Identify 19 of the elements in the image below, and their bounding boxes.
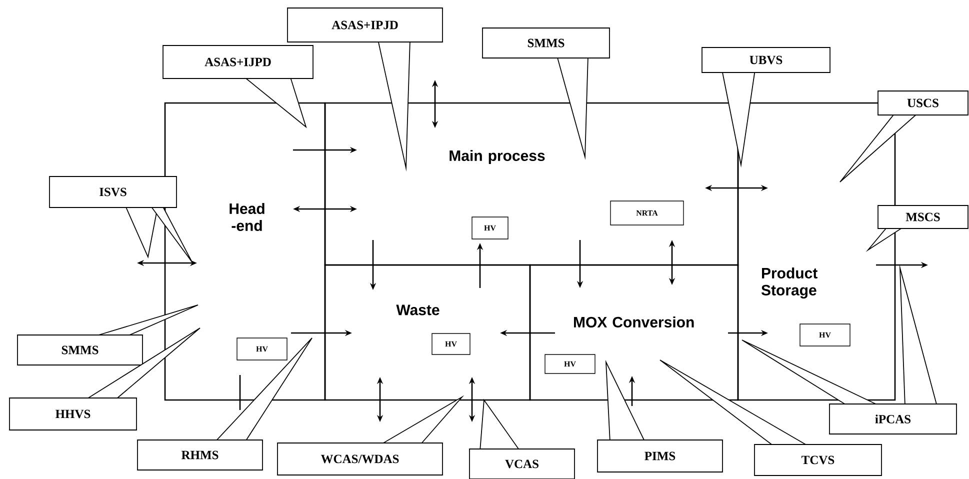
callout: WCAS/WDAS (277, 442, 443, 476)
callout: RHMS (137, 440, 263, 470)
equipment-box: NRTA (610, 200, 684, 226)
equipment-box: HV (544, 354, 596, 374)
callout: SMMS (17, 334, 143, 366)
equipment-box: HV (236, 338, 288, 360)
callout: TCVS (754, 444, 882, 476)
equipment-box: HV (800, 324, 850, 346)
callout: VCAS (469, 448, 575, 479)
callout: ASAS+IJPD (162, 45, 314, 79)
callout: USCS (878, 90, 968, 116)
callout: HHVS (9, 398, 137, 430)
callout: PIMS (597, 440, 723, 472)
callout: UBVS (702, 47, 830, 73)
equipment-box: HV (432, 333, 470, 355)
callout: SMMS (482, 28, 610, 58)
callout: iPCAS (829, 404, 957, 434)
callout: ASAS+IPJD (287, 8, 443, 42)
equipment-box: HV (472, 216, 508, 240)
